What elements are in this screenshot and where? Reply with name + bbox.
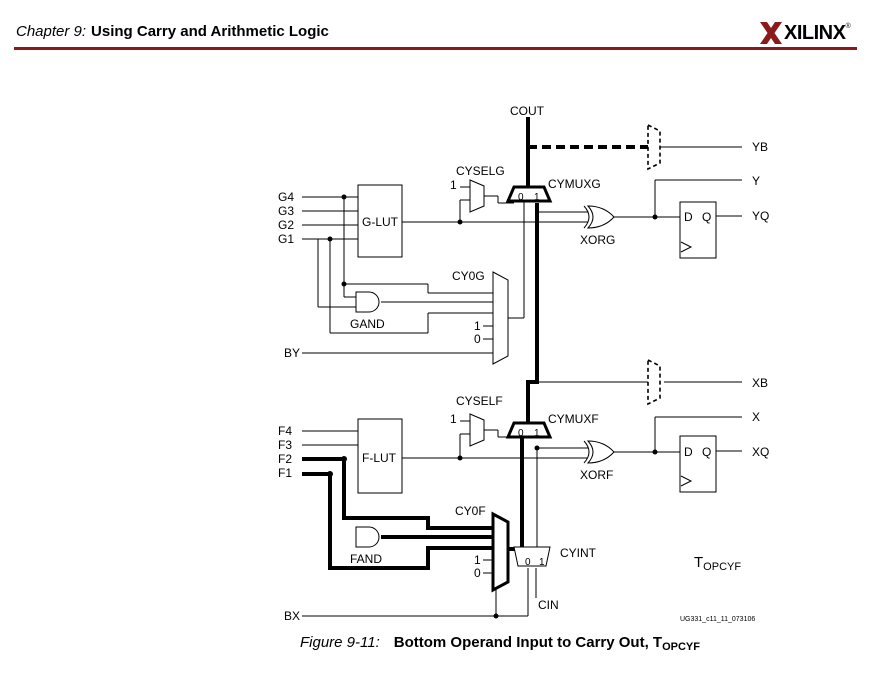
xorf-gate <box>586 440 615 464</box>
label-cyself-1: 1 <box>450 412 457 426</box>
label-by: BY <box>284 346 300 360</box>
label-f3: F3 <box>278 438 292 452</box>
label-cymuxg-0: 0 <box>518 192 524 203</box>
label-gand: GAND <box>350 317 385 331</box>
label-cymuxf: CYMUXF <box>548 412 599 426</box>
label-xb: XB <box>752 376 768 390</box>
label-f1: F1 <box>278 466 292 480</box>
label-cy0g-1: 1 <box>474 319 481 333</box>
xorg-gate <box>586 205 615 229</box>
logo-registered-mark: ® <box>845 22 851 30</box>
label-cyint-0: 0 <box>525 557 531 568</box>
label-ref-code: UG331_c11_11_073106 <box>680 616 755 623</box>
label-yb: YB <box>752 140 768 154</box>
xilinx-logo-icon <box>760 22 782 44</box>
label-xq-ff-d: D <box>684 445 693 459</box>
label-cyint: CYINT <box>560 546 597 560</box>
label-cymuxg-1: 1 <box>534 192 540 203</box>
label-cyself: CYSELF <box>456 394 503 408</box>
yq-flipflop <box>679 201 717 259</box>
label-g2: G2 <box>278 218 294 232</box>
label-cy0f: CY0F <box>455 504 486 518</box>
cy0g-mux <box>492 271 509 365</box>
f-lut-block <box>357 418 403 494</box>
label-g1: G1 <box>278 232 294 246</box>
label-glut: G-LUT <box>362 215 399 229</box>
label-xorg: XORG <box>580 233 615 247</box>
label-cymuxg: CYMUXG <box>548 177 601 191</box>
gand-gate <box>355 291 380 313</box>
figure-title-subscript: OPCYF <box>662 641 700 653</box>
label-cin: CIN <box>538 598 559 612</box>
xilinx-logo: XILINX® <box>760 18 851 48</box>
label-f4: F4 <box>278 424 292 438</box>
yb-dashed-mux <box>647 123 661 171</box>
label-yq-ff-q: Q <box>702 210 711 224</box>
label-yq: YQ <box>752 209 769 223</box>
label-cy0f-1: 1 <box>474 553 481 567</box>
label-x: X <box>752 410 760 424</box>
label-topcyf: TOPCYF <box>694 554 741 573</box>
chapter-heading: Chapter 9:Using Carry and Arithmetic Log… <box>16 23 329 40</box>
label-topcyf-main: T <box>694 554 703 571</box>
figure-caption: Figure 9-11: Bottom Operand Input to Carr… <box>300 634 700 653</box>
label-g4: G4 <box>278 190 294 204</box>
header-rule <box>14 47 857 50</box>
label-topcyf-sub: OPCYF <box>703 561 741 573</box>
label-f2: F2 <box>278 452 292 466</box>
label-xq: XQ <box>752 445 769 459</box>
cyselg-mux <box>469 179 485 213</box>
xb-dashed-mux <box>647 358 661 406</box>
figure-label: Figure 9-11: <box>300 634 380 651</box>
xq-flipflop <box>679 435 717 493</box>
label-cyint-1: 1 <box>539 557 545 568</box>
label-cymuxf-1: 1 <box>534 428 540 439</box>
chapter-title: Using Carry and Arithmetic Logic <box>91 23 329 40</box>
cyint-mux <box>513 546 551 567</box>
cymuxf-mux <box>505 421 553 439</box>
cymuxg-mux <box>505 185 553 203</box>
label-cy0g: CY0G <box>452 269 485 283</box>
cyself-mux <box>469 413 485 447</box>
page-header: Chapter 9:Using Carry and Arithmetic Log… <box>0 0 877 52</box>
label-cyselg-1: 1 <box>450 178 457 192</box>
fand-gate <box>355 526 380 548</box>
cy0f-mux <box>491 511 510 593</box>
chapter-number: Chapter 9: <box>16 23 87 40</box>
label-yq-ff-d: D <box>684 210 693 224</box>
label-g3: G3 <box>278 204 294 218</box>
label-y: Y <box>752 174 760 188</box>
label-fand: FAND <box>350 552 382 566</box>
label-cout: COUT <box>510 104 545 118</box>
label-bx: BX <box>284 609 300 623</box>
label-cymuxf-0: 0 <box>518 428 524 439</box>
figure-title-text: Bottom Operand Input to Carry Out, T <box>393 634 663 651</box>
label-cyselg: CYSELG <box>456 164 505 178</box>
label-cy0f-0: 0 <box>474 566 481 580</box>
label-flut: F-LUT <box>362 451 397 465</box>
label-cy0g-0: 0 <box>474 332 481 346</box>
g-lut-block <box>357 184 403 258</box>
label-xq-ff-q: Q <box>702 445 711 459</box>
figure-title: Bottom Operand Input to Carry Out, TOPCY… <box>393 634 700 653</box>
logo-text: XILINX <box>784 21 846 44</box>
label-xorf: XORF <box>580 468 613 482</box>
